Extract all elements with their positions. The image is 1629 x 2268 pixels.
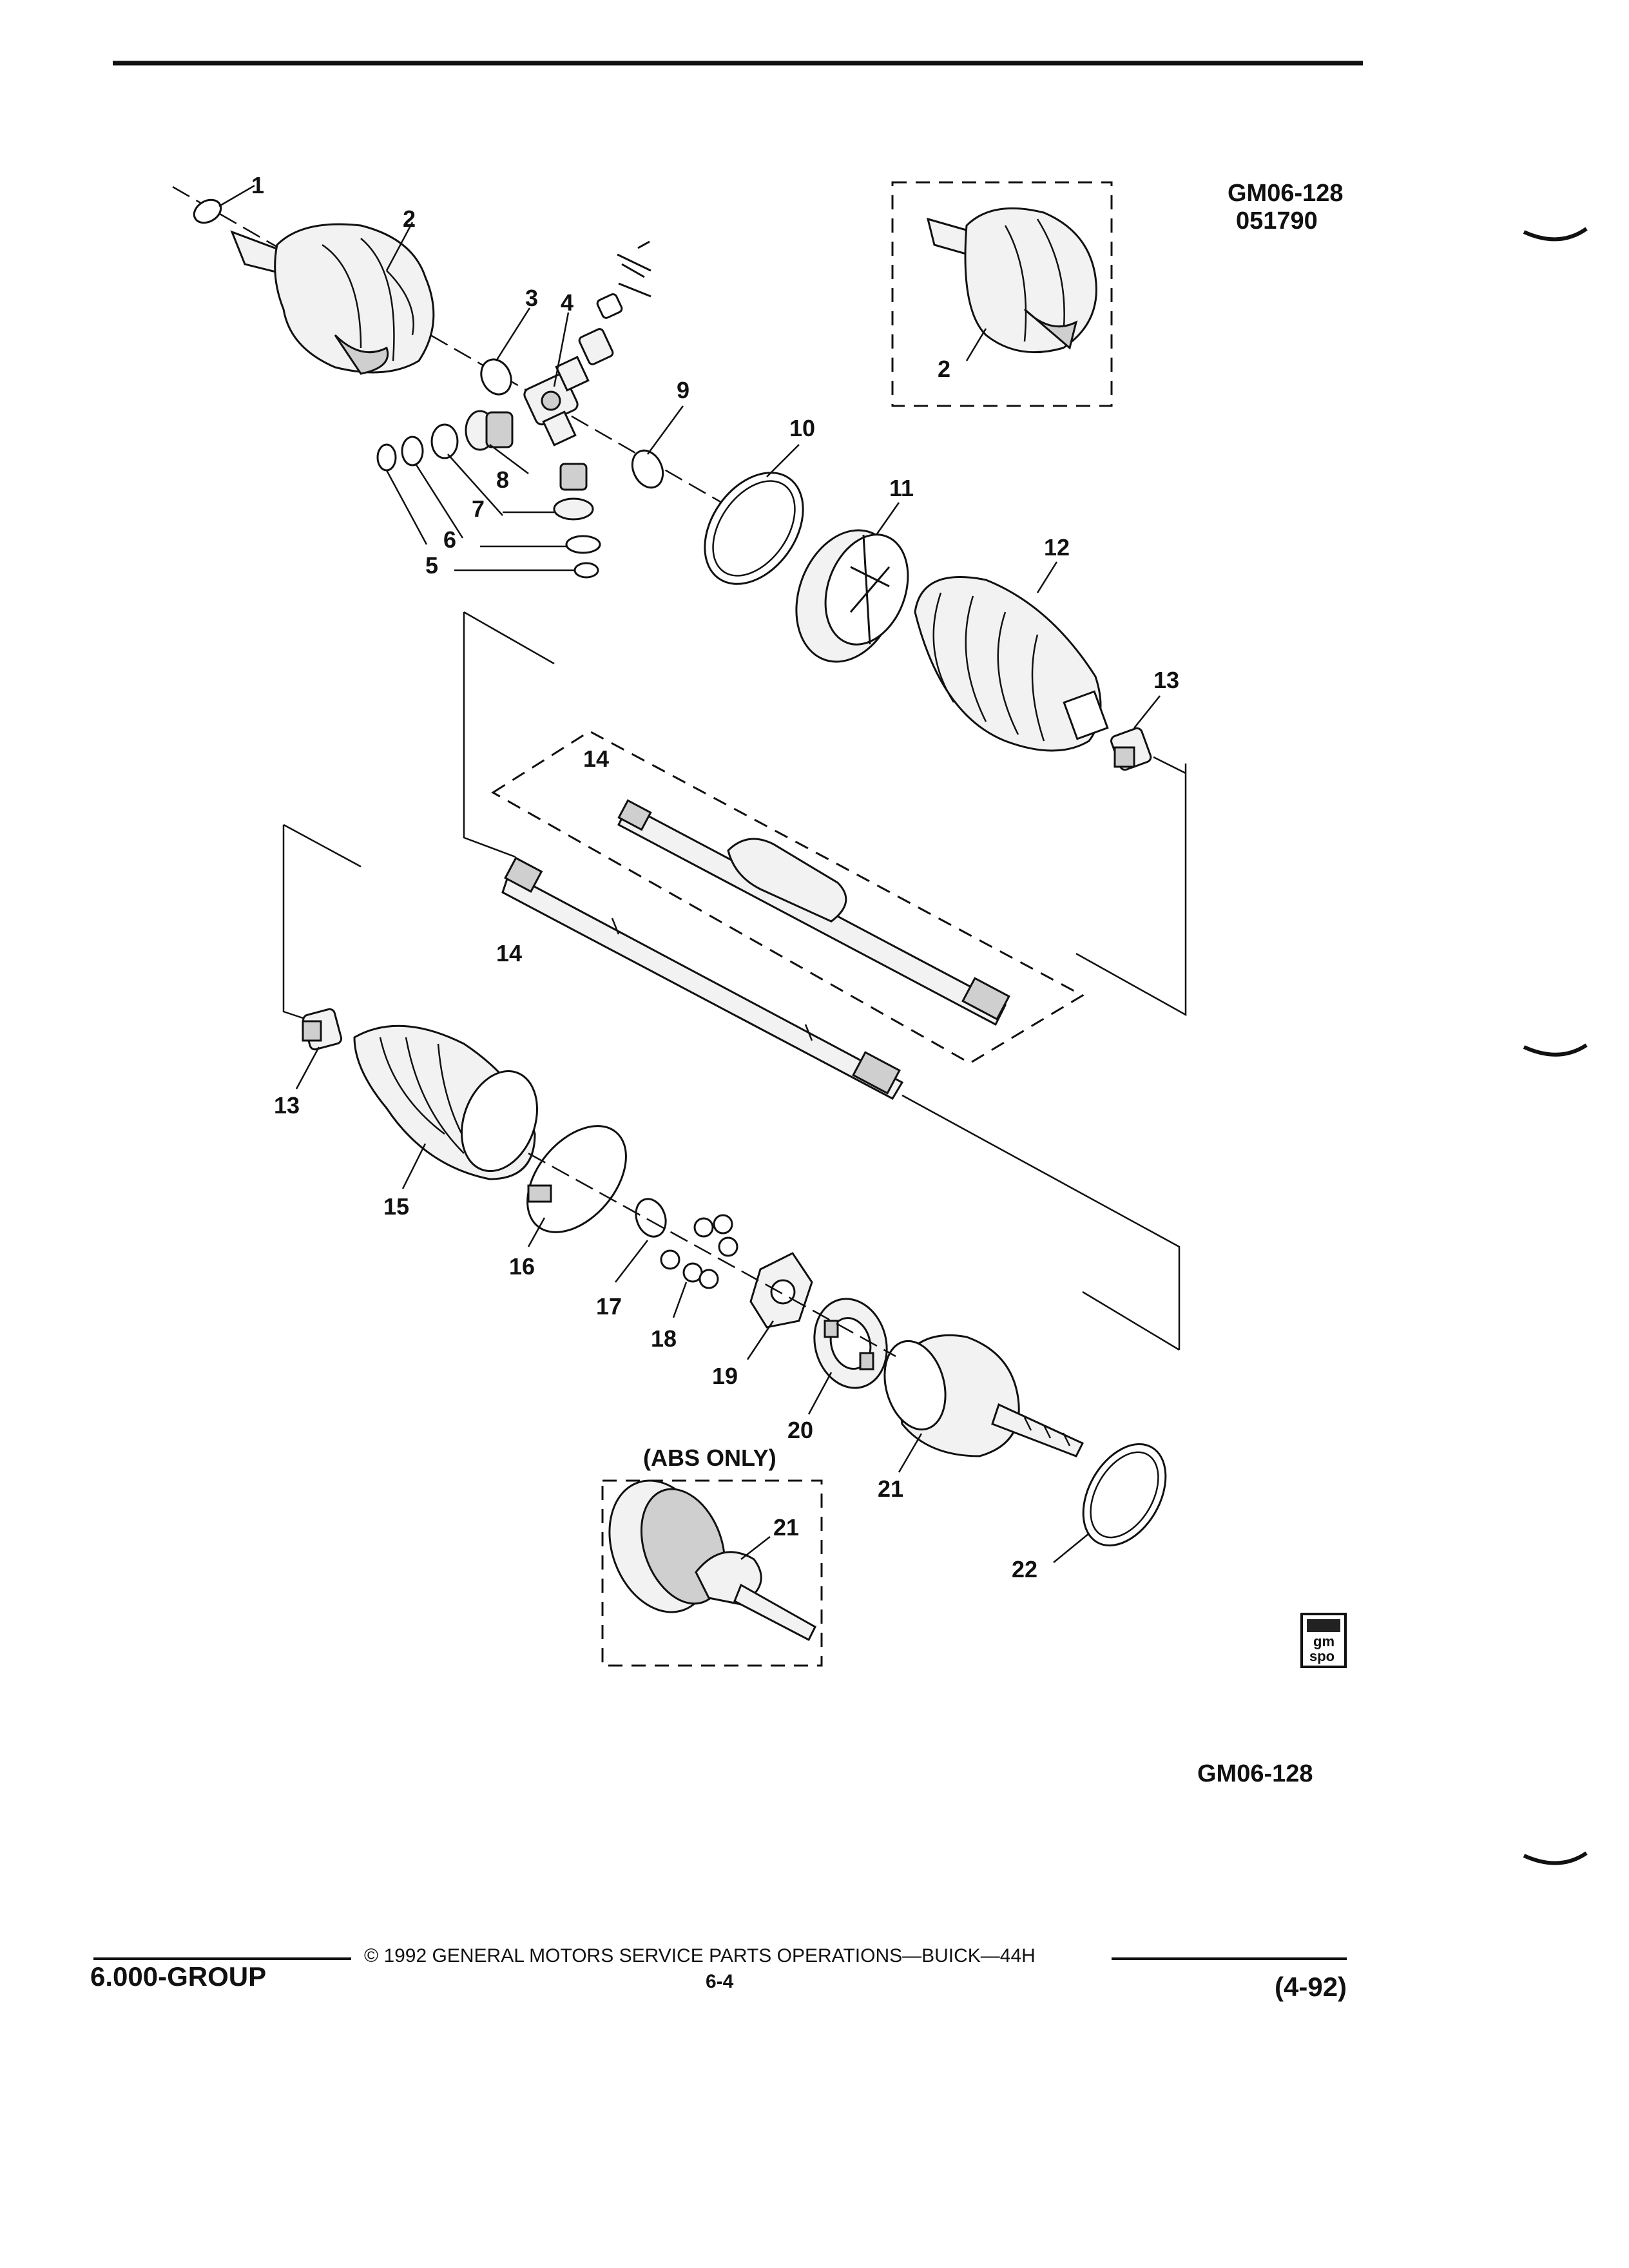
callout-14-inset: 14 — [583, 745, 609, 772]
part-8-bearing — [465, 410, 514, 451]
callout-12: 12 — [1044, 534, 1070, 561]
part-2-housing — [230, 223, 435, 375]
part-9-ring — [631, 449, 664, 489]
callout-13-upper: 13 — [1153, 667, 1179, 693]
callout-21: 21 — [878, 1475, 903, 1502]
part-5-ring — [376, 443, 397, 472]
callout-15: 15 — [383, 1193, 409, 1220]
callout-7: 7 — [472, 495, 485, 522]
callout-2: 2 — [403, 206, 416, 232]
part-5-lower-ring — [574, 562, 599, 579]
callout-9: 9 — [677, 377, 689, 403]
part-6-lower-ring — [565, 535, 601, 554]
callout-14: 14 — [496, 940, 522, 966]
footer-copyright: © 1992 GENERAL MOTORS SERVICE PARTS OPER… — [364, 1945, 1036, 1966]
part-19-inner-race — [749, 1252, 813, 1329]
callout-19: 19 — [712, 1363, 738, 1389]
part-7-lower-cup — [553, 497, 594, 521]
header-ref-code: GM06-128 — [1228, 180, 1344, 207]
abs-inset-box — [601, 1479, 823, 1667]
binding-mark — [1523, 1851, 1588, 1865]
part-10-clamp — [704, 472, 804, 585]
part-13-clamp-upper — [1110, 727, 1152, 771]
footer-page: 6-4 — [706, 1971, 734, 1992]
part-21-outer-race — [883, 1334, 1084, 1457]
footer-group: 6.000-GROUP — [90, 1961, 266, 1992]
callout-8: 8 — [496, 466, 509, 493]
abs-outer-race — [608, 1479, 816, 1642]
callout-5: 5 — [425, 552, 438, 579]
part-12-boot — [914, 576, 1109, 752]
part-16-clamp — [526, 1125, 627, 1233]
callout-13-lower: 13 — [274, 1092, 300, 1119]
header-ref-date: 051790 — [1236, 207, 1318, 235]
part-1-ring — [193, 198, 222, 224]
callout-21-abs: 21 — [773, 1514, 799, 1541]
binding-mark — [1523, 1043, 1588, 1057]
callout-3: 3 — [525, 285, 538, 311]
part-15-boot — [353, 1024, 538, 1180]
callout-labels: 1 2 3 4 5 6 7 8 9 10 11 12 13 14 14 13 1… — [251, 172, 1179, 1582]
part-7-ring — [430, 423, 459, 459]
part-14-shaft-alt — [617, 799, 1010, 1026]
part-2-housing-alt — [926, 207, 1097, 354]
part-14-shaft — [501, 856, 904, 1100]
part-2-inset-box — [891, 181, 1113, 407]
gm-spo-logo: gm spo — [1300, 1613, 1347, 1668]
part-14-inset-box — [491, 730, 1085, 1064]
logo-text-gm: gm — [1313, 1633, 1335, 1649]
callout-1: 1 — [251, 172, 264, 198]
callout-11: 11 — [889, 475, 914, 501]
callout-4: 4 — [561, 289, 574, 316]
part-8-lower-bearing — [559, 463, 588, 491]
part-4-spider — [523, 356, 590, 447]
part-22-ring — [1082, 1443, 1167, 1547]
part-18-balls — [660, 1214, 738, 1289]
callout-6: 6 — [443, 526, 456, 553]
part-17-ring — [635, 1198, 667, 1238]
callout-16: 16 — [509, 1253, 535, 1280]
abs-inset-label: (ABS ONLY) — [643, 1445, 776, 1471]
callout-10: 10 — [789, 415, 815, 441]
callout-17: 17 — [596, 1293, 622, 1320]
footer-revision: (4-92) — [1275, 1972, 1347, 2002]
logo-text-spo: spo — [1309, 1648, 1335, 1664]
binding-mark — [1523, 227, 1588, 242]
callout-20: 20 — [787, 1417, 813, 1443]
part-3-ring — [480, 358, 512, 396]
figure-code: GM06-128 — [1197, 1760, 1313, 1787]
callout-22: 22 — [1012, 1556, 1037, 1582]
callout-2-inset: 2 — [938, 356, 950, 382]
callout-18: 18 — [651, 1325, 677, 1352]
part-20-cage — [813, 1298, 888, 1389]
part-4-bearings — [578, 240, 651, 365]
part-13-clamp-lower — [302, 1008, 343, 1051]
part-6-ring — [401, 436, 424, 466]
part-11-retainer — [795, 529, 909, 663]
